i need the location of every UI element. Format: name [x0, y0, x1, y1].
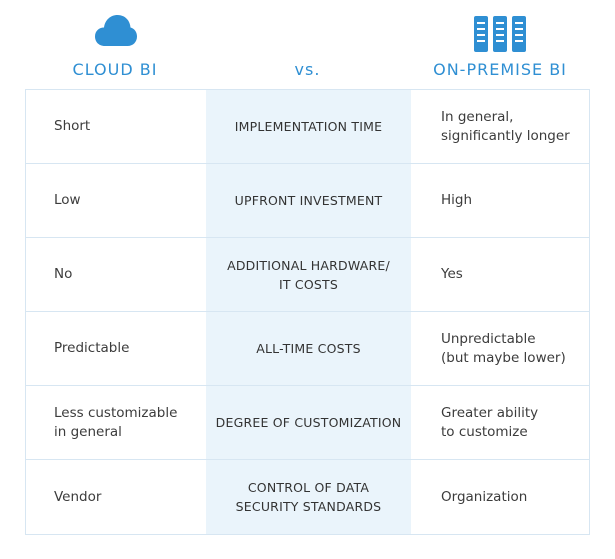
on-premise-bi-value: Yes — [441, 266, 463, 282]
on-premise-bi-value: Organization — [441, 488, 528, 505]
criterion-label: DEGREE OF CUSTOMIZATION — [215, 415, 402, 430]
cloud-bi-value: Short — [54, 118, 91, 134]
criterion-label: UPFRONT INVESTMENT — [234, 193, 383, 208]
table-row: Vendor CONTROL OF DATA SECURITY STANDARD… — [26, 460, 589, 534]
on-premise-bi-value: High — [441, 192, 473, 208]
versus-label: vs. — [294, 60, 321, 79]
server-icon — [474, 16, 526, 52]
comparison-table: Short IMPLEMENTATION TIME In general, si… — [25, 89, 590, 535]
cloud-bi-label: CLOUD BI — [72, 60, 158, 79]
on-premise-bi-value: In general, significantly longer — [441, 108, 570, 144]
cloud-bi-value: Less customizable in general — [54, 404, 178, 440]
criterion-label: ALL-TIME COSTS — [256, 341, 361, 356]
on-premise-bi-value: Unpredictable (but maybe lower) — [441, 330, 566, 366]
criterion-label: CONTROL OF DATA SECURITY STANDARDS — [235, 480, 382, 514]
on-premise-bi-label: ON-PREMISE BI — [433, 60, 567, 79]
cloud-bi-value: No — [54, 266, 73, 282]
on-premise-bi-value: Greater ability to customize — [441, 404, 539, 440]
table-row: Less customizable in general DEGREE OF C… — [26, 386, 589, 460]
on-premise-bi-header: ON-PREMISE BI — [410, 0, 590, 90]
table-row: Low UPFRONT INVESTMENT High — [26, 164, 589, 238]
criterion-label: ADDITIONAL HARDWARE/ IT COSTS — [227, 257, 390, 292]
cloud-icon — [95, 15, 137, 46]
table-row: Predictable ALL-TIME COSTS Unpredictable… — [26, 312, 589, 386]
table-row: No ADDITIONAL HARDWARE/ IT COSTS Yes — [26, 238, 589, 312]
cloud-bi-value: Vendor — [54, 488, 102, 505]
cloud-bi-value: Low — [54, 192, 81, 208]
cloud-bi-header: CLOUD BI — [25, 0, 205, 90]
comparison-header: CLOUD BI vs. ON-PREMISE BI — [0, 0, 615, 90]
criteria-column-band — [206, 90, 411, 534]
table-row: Short IMPLEMENTATION TIME In general, si… — [26, 90, 589, 164]
criterion-label: IMPLEMENTATION TIME — [234, 119, 383, 134]
cloud-bi-value: Predictable — [54, 340, 130, 356]
versus-header: vs. — [205, 0, 410, 90]
